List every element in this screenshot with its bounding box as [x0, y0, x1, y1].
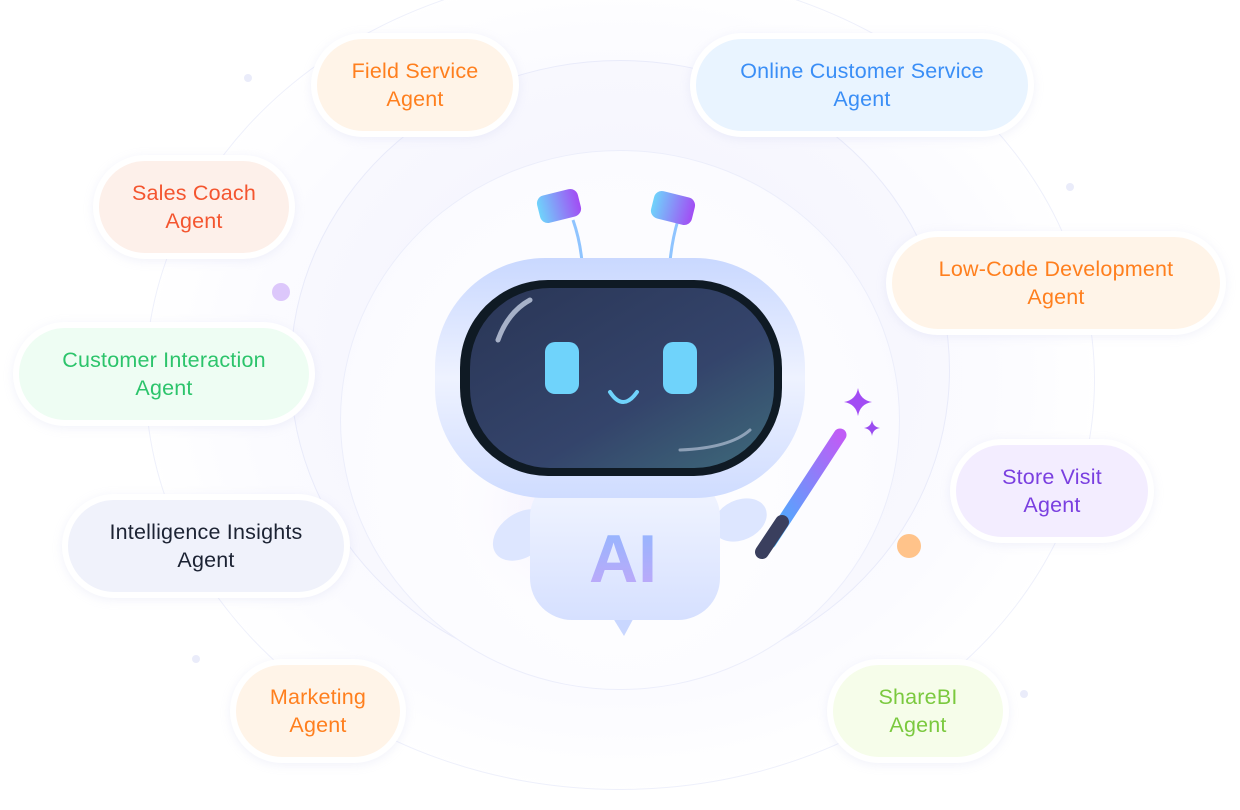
agent-chip-intelligence-insights[interactable]: Intelligence Insights Agent [62, 494, 350, 598]
decor-dot-orange [897, 534, 921, 558]
agent-label-line2: Agent [386, 87, 444, 111]
agent-chip-store-visit[interactable]: Store Visit Agent [950, 439, 1154, 543]
agent-label-line2: Agent [1027, 285, 1085, 309]
magic-wand-icon [755, 428, 847, 559]
agent-label-line1: Sales Coach [131, 181, 257, 205]
agent-label-line1: Field Service [351, 59, 479, 83]
robot-icon: AI [435, 189, 847, 636]
agent-chip-online-customer-service[interactable]: Online Customer Service Agent [690, 33, 1034, 137]
decor-dot-small [1066, 183, 1074, 191]
sparkle-icon [844, 388, 880, 436]
agent-label-line1: Store Visit [1002, 465, 1102, 489]
agent-chip-marketing[interactable]: Marketing Agent [230, 659, 406, 763]
agent-label-line2: Agent [177, 548, 235, 572]
agent-label-line2: Agent [165, 209, 223, 233]
decor-dot-small [192, 655, 200, 663]
agent-chip-low-code-development[interactable]: Low-Code Development Agent [886, 231, 1226, 335]
agent-label-line1: Low-Code Development [938, 257, 1174, 281]
agent-label-line2: Agent [889, 713, 947, 737]
agent-label-line2: Agent [1023, 493, 1081, 517]
decor-dot-small [1020, 690, 1028, 698]
agent-label-line1: Intelligence Insights [109, 520, 303, 544]
agent-label-line2: Agent [135, 376, 193, 400]
ai-robot-mascot: AI [430, 180, 850, 650]
agent-chip-sales-coach[interactable]: Sales Coach Agent [93, 155, 295, 259]
decor-dot-small [244, 74, 252, 82]
agent-label-line1: ShareBI [878, 685, 958, 709]
agent-label-line1: Marketing [269, 685, 367, 709]
agent-chip-field-service[interactable]: Field Service Agent [311, 33, 519, 137]
agent-label-line2: Agent [833, 87, 891, 111]
decor-dot-purple [272, 283, 290, 301]
agent-chip-customer-interaction[interactable]: Customer Interaction Agent [13, 322, 315, 426]
agent-label-line2: Agent [289, 713, 347, 737]
agent-chip-sharebi[interactable]: ShareBI Agent [827, 659, 1009, 763]
agent-label-line1: Online Customer Service [740, 59, 984, 83]
agent-label-line1: Customer Interaction [62, 348, 266, 372]
ai-badge-text: AI [589, 521, 657, 597]
